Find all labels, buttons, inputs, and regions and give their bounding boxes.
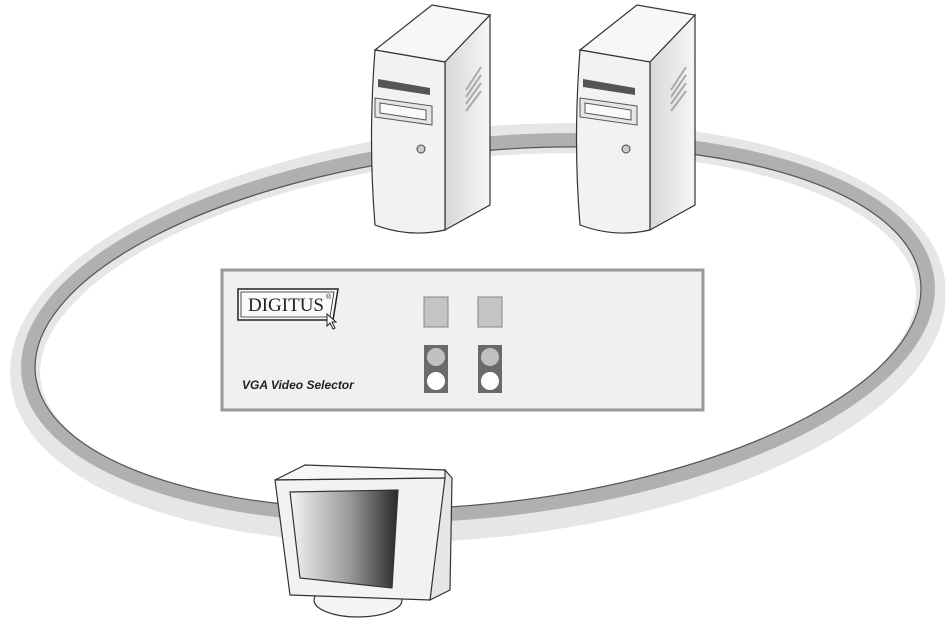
monitor-screen bbox=[289, 489, 399, 589]
crt-monitor bbox=[274, 464, 453, 618]
led-indicator-2 bbox=[478, 345, 502, 393]
model-label: VGA Video Selector bbox=[242, 378, 355, 392]
led-indicator-1 bbox=[424, 345, 448, 393]
computer-tower-2 bbox=[575, 4, 697, 234]
brand-name: DIGITUS bbox=[248, 295, 324, 316]
computer-tower-1 bbox=[370, 4, 492, 234]
select-button-2[interactable] bbox=[477, 296, 503, 328]
select-button-1[interactable] bbox=[423, 296, 449, 328]
vga-selector-switch: DIGITUS ® VGA Video Selector bbox=[220, 268, 705, 412]
digitus-logo: DIGITUS ® bbox=[237, 288, 339, 330]
cursor-icon bbox=[326, 312, 338, 330]
registered-mark: ® bbox=[326, 293, 332, 301]
